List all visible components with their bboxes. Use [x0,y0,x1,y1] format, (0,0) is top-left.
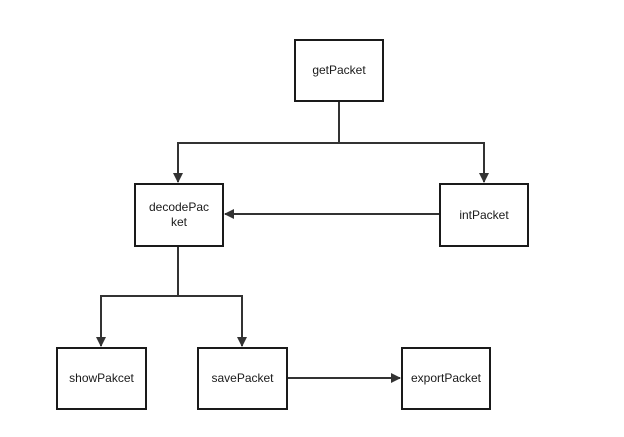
node-showpakcet-label: showPakcet [69,371,134,385]
node-savepacket[interactable]: savePacket [197,347,288,410]
node-intpacket[interactable]: intPacket [439,183,529,247]
node-savepacket-label: savePacket [211,371,274,385]
node-decodepacket[interactable]: decodePacket [134,183,224,247]
node-exportpacket-label: exportPacket [410,371,482,385]
node-getpacket[interactable]: getPacket [294,39,384,102]
node-exportpacket[interactable]: exportPacket [401,347,491,410]
node-intpacket-label: intPacket [459,207,509,222]
node-getpacket-label: getPacket [312,63,366,77]
node-showpakcet[interactable]: showPakcet [56,347,147,410]
node-decodepacket-label: decodePacket [148,200,210,229]
